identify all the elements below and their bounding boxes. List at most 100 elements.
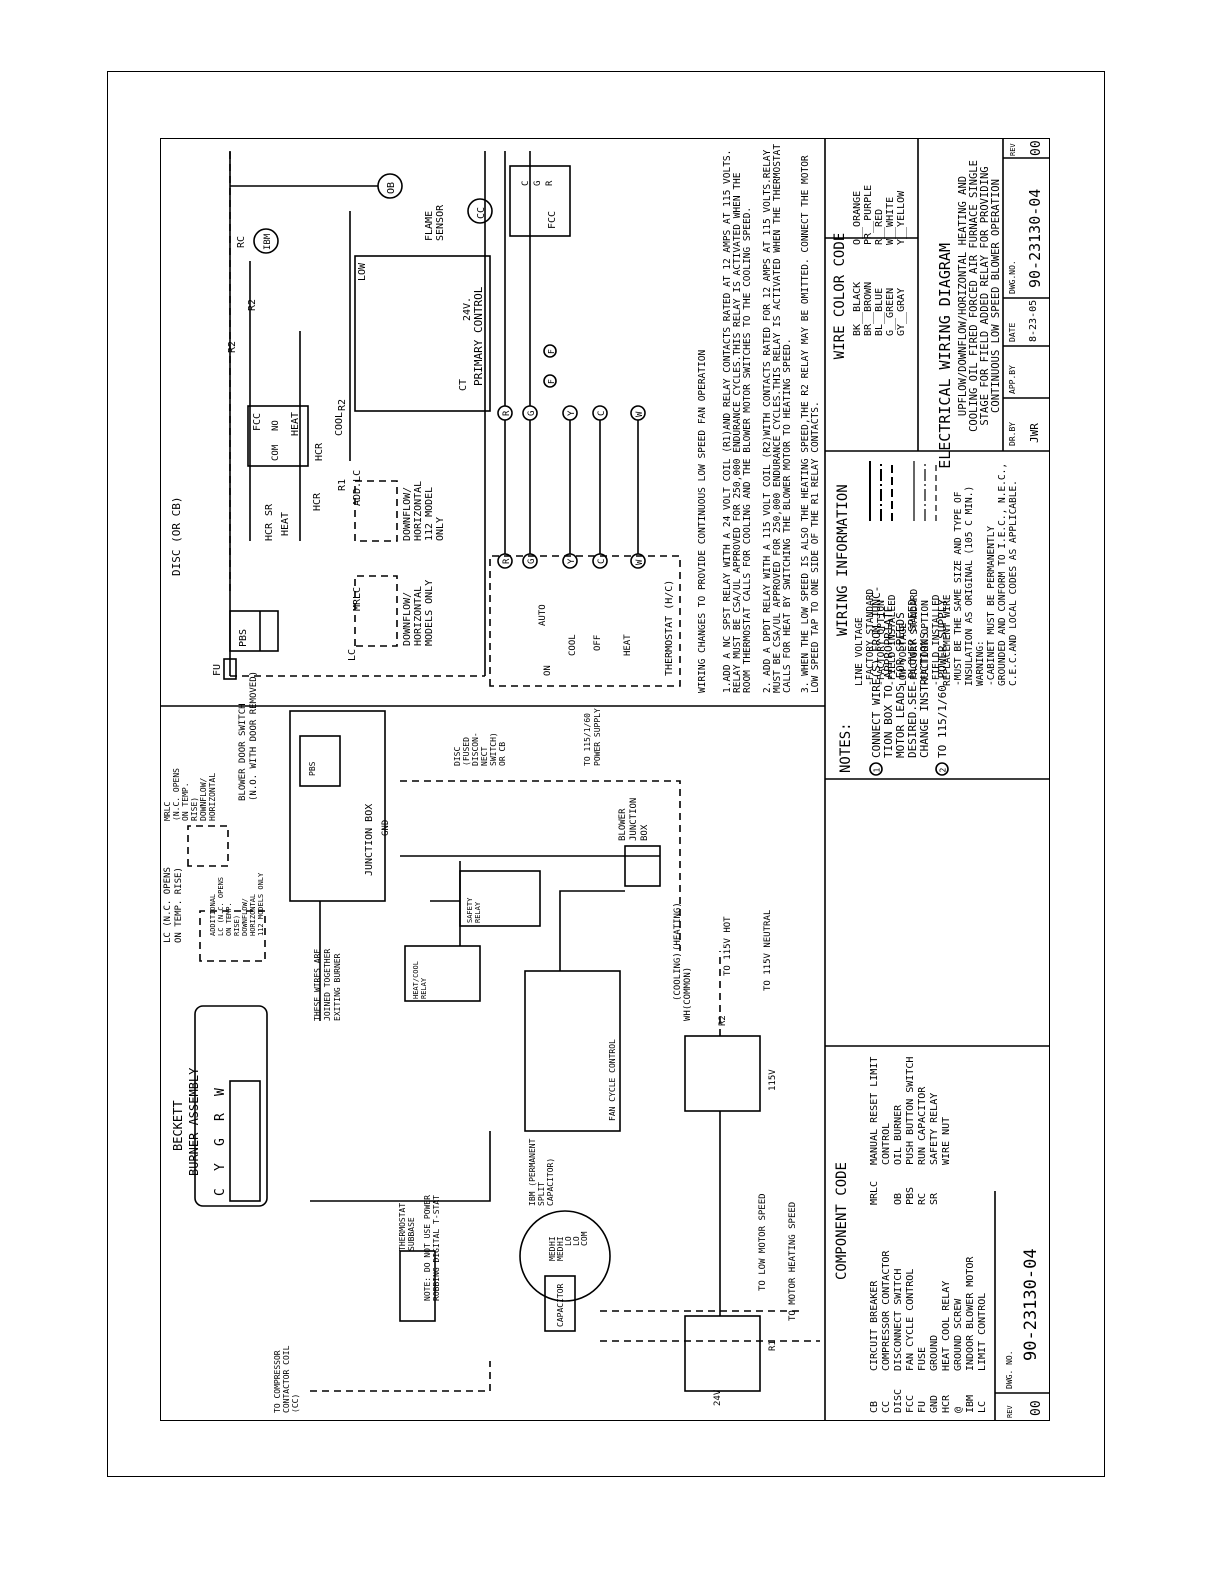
cc-abbr-9: LC bbox=[977, 1401, 988, 1413]
alc-3: RISE) bbox=[233, 915, 241, 936]
bottom-rev-value: 00 bbox=[1029, 1400, 1044, 1416]
wire-burner-fcc bbox=[310, 1131, 491, 1202]
wc-line-0: 1.ADD A NC SPST RELAY WITH A 24 VOLT COI… bbox=[722, 150, 733, 693]
note-line-5: TO 115/1/60 POWER SUPPLY bbox=[936, 599, 949, 758]
junction-box-label: JUNCTION BOX bbox=[364, 804, 375, 876]
ibm-n0: IBM (PERMANENT bbox=[528, 1138, 537, 1206]
joined-0: THESE WIRES ARE bbox=[313, 949, 322, 1021]
cc-desc-4: FUSE bbox=[917, 1347, 928, 1371]
cc-desc-5: GROUND bbox=[929, 1335, 940, 1371]
cooling-label: (COOLING) bbox=[673, 952, 683, 1001]
alc-0: ADDITIONAL bbox=[209, 894, 217, 936]
ibm-symbol bbox=[253, 228, 279, 254]
rotated-drawing: ELECTRICAL WIRING DIAGRAM UPFLOW/DOWNFLO… bbox=[160, 138, 1050, 1421]
sr-label: SR bbox=[264, 503, 275, 516]
term-y-label: Y bbox=[567, 410, 577, 416]
wi-line-6: -FACTORY OPTION bbox=[920, 600, 931, 686]
cc-desc-0: CIRCUIT BREAKER bbox=[869, 1280, 880, 1371]
hcr-label-3: HCR bbox=[312, 492, 323, 511]
cc-desc-9: LIMIT CONTROL bbox=[977, 1293, 988, 1371]
sp-hi-1: HI bbox=[548, 1236, 557, 1246]
tc-0: TO COMPRESSOR bbox=[273, 1350, 282, 1413]
fcc-com: COM bbox=[271, 444, 281, 461]
fcc-no: NO bbox=[271, 420, 281, 431]
burner-term-w: W bbox=[213, 1088, 228, 1096]
cc-r-desc-1: CONTROL bbox=[881, 1123, 892, 1165]
cc-r-abbr-4: RC bbox=[917, 1193, 928, 1205]
fcc-terminal-label: FCC bbox=[547, 211, 558, 229]
note-1-number: 1 bbox=[873, 768, 882, 773]
auto-label: AUTO bbox=[538, 604, 548, 626]
tstat-c-label: C bbox=[597, 559, 607, 564]
dn-0: DISC bbox=[453, 747, 462, 766]
bottom-rev-label: REV bbox=[1006, 1405, 1014, 1418]
wire-color-bl: BL__BLUE bbox=[874, 288, 885, 336]
wire-neutral-main bbox=[400, 780, 681, 951]
lc-control-box bbox=[199, 910, 266, 962]
cc-abbr-7: @ bbox=[953, 1407, 964, 1413]
blower-door-1: (N.O. WITH DOOR REMOVED) bbox=[249, 671, 259, 801]
to-low-motor: TO LOW MOTOR SPEED bbox=[758, 1193, 768, 1291]
fcc-pin-r: R bbox=[545, 180, 555, 186]
term-r-label: R bbox=[502, 410, 512, 416]
wi-line-1: -FACTORY STANDARD bbox=[865, 588, 876, 686]
notes-title: NOTES: bbox=[838, 722, 854, 773]
wire-color-bk: BK__BLACK bbox=[852, 282, 863, 336]
wi-line-13: GROUNDED AND CONFORM TO I.E.C., N.E.C., bbox=[997, 463, 1008, 686]
fuse-symbol bbox=[223, 658, 237, 680]
wc-line-6: 3. WHEN THE LOW SPEED IS ALSO THE HEATIN… bbox=[800, 155, 811, 693]
mrlc-5: HORIZONTAL bbox=[208, 773, 217, 821]
sp-hi-2: HI bbox=[556, 1236, 565, 1246]
fan-cycle-control-label: FAN CYCLE CONTROL bbox=[608, 1039, 617, 1121]
bottom-dwg-value: 90-23130-04 bbox=[1021, 1248, 1041, 1361]
wi-line-12: -CABINET MUST BE PERMANENTLY bbox=[986, 526, 997, 686]
rev-label: REV bbox=[1009, 143, 1017, 156]
wire-color-right: O__ORANGE PR__PURPLE R__RED W__WHITE Y__… bbox=[852, 185, 907, 245]
wi-line-11: WARNING: bbox=[975, 640, 986, 686]
dn-3: NECT bbox=[480, 747, 489, 766]
dn-1: (FUSED bbox=[462, 737, 471, 766]
primary-control-label: PRIMARY CONTROL bbox=[472, 286, 485, 386]
r2-label-2: R2 bbox=[227, 341, 238, 353]
tc-2: (CC) bbox=[291, 1394, 300, 1413]
field-wire-cc bbox=[310, 1361, 491, 1392]
cc-r-abbr-2: OB bbox=[893, 1193, 904, 1205]
add-lc-note: ADDITIONAL LC (N.C. OPENS ON TEMP. RISE)… bbox=[209, 872, 265, 936]
note-line-0: CONNECT WIRE(S) FROM JUNC- bbox=[870, 586, 883, 758]
wc-line-4: MUST BE CSA/UL APPROVED FOR 250,000 ENDU… bbox=[772, 144, 783, 693]
power-supply-0: TO 115/1/60 bbox=[583, 713, 592, 766]
sp-lo-2: LO bbox=[572, 1236, 581, 1246]
capacitor-label: CAPACITOR bbox=[556, 1283, 565, 1327]
date-label: DATE bbox=[1008, 323, 1017, 342]
cc-desc-6: HEAT COOL RELAY bbox=[941, 1281, 952, 1371]
burner-assembly bbox=[194, 1005, 268, 1207]
to-115-neutral: TO 115V NEUTRAL bbox=[763, 910, 773, 991]
dn2-l3: ONLY bbox=[435, 517, 446, 541]
ts-subbase-0: THERMOSTAT bbox=[398, 1203, 407, 1251]
wire-fcc-blower bbox=[559, 890, 625, 971]
disc-label: DISC (OR CB) bbox=[170, 497, 183, 576]
wi-line-14: C.E.C.AND LOCAL CODES AS APPLICABLE. bbox=[1008, 480, 1019, 686]
diagram-svg: ELECTRICAL WIRING DIAGRAM UPFLOW/DOWNFLO… bbox=[160, 138, 1050, 1421]
ct-label: CT bbox=[458, 379, 469, 391]
cc-r-desc-3: PUSH BUTTON SWITCH bbox=[905, 1057, 916, 1165]
dn-4: SWITCH) bbox=[489, 732, 498, 766]
hcr-note-0: HEAT/COOL bbox=[412, 961, 420, 999]
thermostat-subbase bbox=[399, 1250, 436, 1322]
bjb-1: JUNCTION bbox=[629, 798, 639, 841]
wi-line-5: -FACTORY STANDARD bbox=[909, 588, 920, 686]
joined-note: THESE WIRES ARE JOINED TOGETHER EXITING … bbox=[313, 949, 342, 1021]
wi-line-10: INSULATION AS ORIGINAL (105 C MIN.) bbox=[964, 486, 975, 686]
off-label: OFF bbox=[593, 635, 603, 651]
fcc-label: FCC bbox=[252, 413, 263, 431]
alc-1: LC (N.C. OPENS bbox=[217, 877, 225, 936]
sp-med-1: MED bbox=[548, 1246, 557, 1261]
rev-value: 00 bbox=[1029, 140, 1044, 156]
hcr-note-1: RELAY bbox=[420, 977, 428, 999]
alc-6: 112 MODELS ONLY bbox=[257, 872, 265, 936]
thermostat-label: THERMOSTAT (H/C) bbox=[664, 580, 675, 676]
fcc-pin-c: C bbox=[521, 181, 531, 186]
flame-sensor-0: FLAME bbox=[424, 211, 435, 241]
